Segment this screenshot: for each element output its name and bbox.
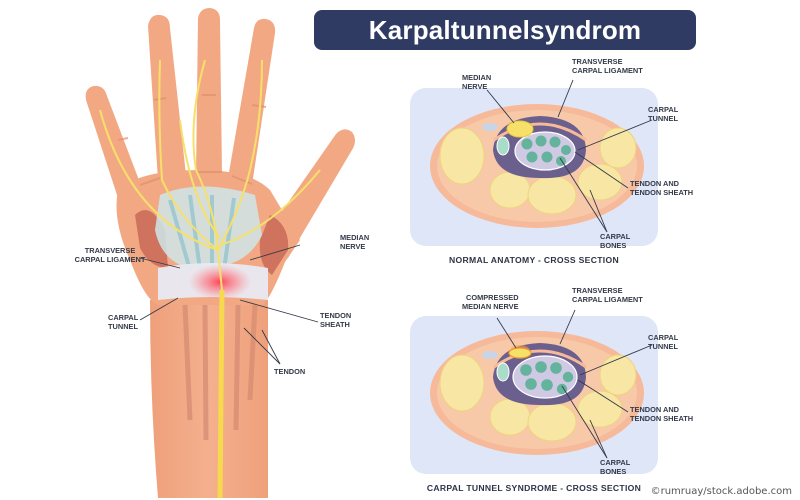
cts-label-median-2: MEDIAN NERVE (462, 302, 519, 311)
normal-caption: NORMAL ANATOMY - CROSS SECTION (449, 255, 619, 265)
label-transverse-ligament-1: TRANSVERSE (85, 246, 136, 255)
cts-label-bones-2: BONES (600, 467, 626, 476)
page-title: Karpaltunnelsyndrom (368, 14, 642, 45)
cts-compressed-median-nerve (508, 347, 532, 359)
normal-label-bones-1: CARPAL (600, 232, 631, 241)
cts-caption: CARPAL TUNNEL SYNDROME - CROSS SECTION (427, 483, 641, 493)
normal-label-median-2: NERVE (462, 82, 487, 91)
cts-label-bones-1: CARPAL (600, 458, 631, 467)
normal-label-ligament-1: TRANSVERSE (572, 57, 623, 66)
index-finger (228, 18, 276, 186)
normal-label-bones-2: BONES (600, 241, 626, 250)
normal-label-tendon-2: TENDON SHEATH (630, 188, 693, 197)
inflammation-glow (188, 264, 252, 300)
normal-cross-section-panel (410, 88, 658, 246)
image-credit: ©rumruay/stock.adobe.com (650, 486, 792, 497)
hand-leader-lines (139, 244, 319, 365)
cts-label-ligament-2: CARPAL LIGAMENT (572, 295, 643, 304)
normal-label-tunnel-2: TUNNEL (648, 114, 678, 123)
ring-finger (148, 14, 186, 180)
cts-label-tunnel-1: CARPAL (648, 333, 679, 342)
cts-cross-section-panel (410, 316, 658, 474)
label-tendon-sheath-2: SHEATH (320, 320, 350, 329)
median-nerve-branches (99, 59, 321, 291)
cts-label-ligament-1: TRANSVERSE (572, 286, 623, 295)
normal-carpal-bones (439, 127, 637, 215)
middle-finger (196, 8, 222, 175)
normal-label-tunnel-1: CARPAL (648, 105, 679, 114)
label-tendon-sheath-1: TENDON (320, 311, 351, 320)
cts-label-tendon-2: TENDON SHEATH (630, 414, 693, 423)
normal-median-nerve (506, 120, 534, 138)
hand-illustration (85, 8, 355, 499)
label-median-nerve-2: NERVE (340, 242, 365, 251)
cts-label-median-1: COMPRESSED (466, 293, 519, 302)
normal-leader-lines (486, 79, 653, 233)
little-finger (85, 85, 142, 198)
median-nerve-trunk (217, 289, 225, 499)
label-tendon: TENDON (274, 367, 305, 376)
title-banner: Karpaltunnelsyndrom (314, 10, 696, 50)
normal-label-median-1: MEDIAN (462, 73, 491, 82)
normal-label-tendon-1: TENDON AND (630, 179, 680, 188)
cts-leader-lines (496, 309, 653, 459)
label-carpal-tunnel-2: TUNNEL (108, 322, 138, 331)
cts-label-tunnel-2: TUNNEL (648, 342, 678, 351)
thenar-muscle (259, 215, 289, 275)
label-median-nerve-1: MEDIAN (340, 233, 369, 242)
cts-label-tendon-1: TENDON AND (630, 405, 680, 414)
normal-label-ligament-2: CARPAL LIGAMENT (572, 66, 643, 75)
label-transverse-ligament-2: CARPAL LIGAMENT (75, 255, 146, 264)
label-carpal-tunnel-1: CARPAL (108, 313, 139, 322)
cts-carpal-bones (439, 354, 637, 442)
cts-tendons (520, 361, 574, 395)
normal-tendons (521, 135, 571, 166)
